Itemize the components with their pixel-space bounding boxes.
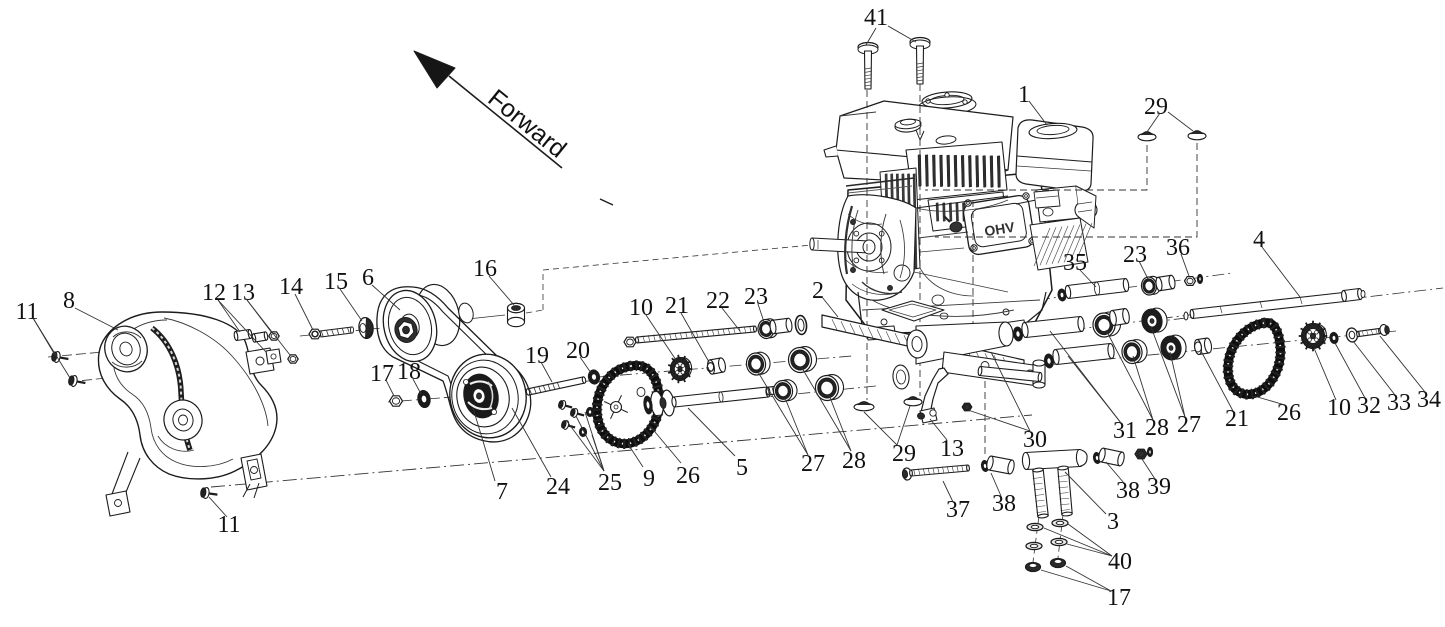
svg-text:28: 28 <box>1145 415 1169 441</box>
svg-text:21: 21 <box>1225 406 1249 432</box>
svg-text:13: 13 <box>940 436 964 462</box>
svg-text:27: 27 <box>1177 412 1201 438</box>
svg-text:29: 29 <box>892 441 916 467</box>
svg-text:28: 28 <box>842 448 866 474</box>
svg-text:34: 34 <box>1417 387 1441 413</box>
svg-text:40: 40 <box>1108 549 1132 575</box>
svg-text:17: 17 <box>1107 585 1131 611</box>
svg-text:30: 30 <box>1023 427 1047 453</box>
svg-text:38: 38 <box>1116 478 1140 504</box>
svg-text:12: 12 <box>202 280 226 306</box>
svg-text:14: 14 <box>279 274 303 300</box>
svg-text:21: 21 <box>665 293 689 319</box>
svg-text:22: 22 <box>706 288 730 314</box>
svg-text:13: 13 <box>231 280 255 306</box>
svg-text:36: 36 <box>1166 235 1190 261</box>
svg-text:5: 5 <box>736 455 748 481</box>
svg-text:4: 4 <box>1253 227 1265 253</box>
svg-text:32: 32 <box>1357 393 1381 419</box>
svg-text:31: 31 <box>1113 418 1137 444</box>
svg-text:8: 8 <box>63 288 75 314</box>
svg-text:3: 3 <box>1107 509 1119 535</box>
svg-text:24: 24 <box>546 474 570 500</box>
svg-text:6: 6 <box>362 265 374 291</box>
svg-text:26: 26 <box>1277 400 1301 426</box>
svg-text:OHV: OHV <box>983 219 1016 240</box>
svg-text:9: 9 <box>643 466 655 492</box>
svg-text:15: 15 <box>324 269 348 295</box>
svg-text:17: 17 <box>370 361 394 387</box>
svg-text:16: 16 <box>473 256 497 282</box>
svg-text:26: 26 <box>676 463 700 489</box>
svg-text:1: 1 <box>1018 82 1030 108</box>
svg-text:10: 10 <box>1327 395 1351 421</box>
svg-text:20: 20 <box>566 338 590 364</box>
svg-text:2: 2 <box>812 278 824 304</box>
svg-text:27: 27 <box>801 451 825 477</box>
svg-text:19: 19 <box>525 343 549 369</box>
svg-text:39: 39 <box>1147 474 1171 500</box>
svg-text:18: 18 <box>397 359 421 385</box>
svg-text:37: 37 <box>946 497 970 523</box>
svg-text:25: 25 <box>598 470 622 496</box>
svg-text:23: 23 <box>744 284 768 310</box>
svg-text:41: 41 <box>864 5 888 31</box>
svg-text:38: 38 <box>992 491 1016 517</box>
svg-text:29: 29 <box>1144 94 1168 120</box>
svg-text:33: 33 <box>1387 390 1411 416</box>
svg-text:10: 10 <box>629 295 653 321</box>
svg-text:7: 7 <box>496 479 508 505</box>
svg-text:11: 11 <box>217 512 240 538</box>
svg-text:23: 23 <box>1123 242 1147 268</box>
svg-text:35: 35 <box>1063 250 1087 276</box>
